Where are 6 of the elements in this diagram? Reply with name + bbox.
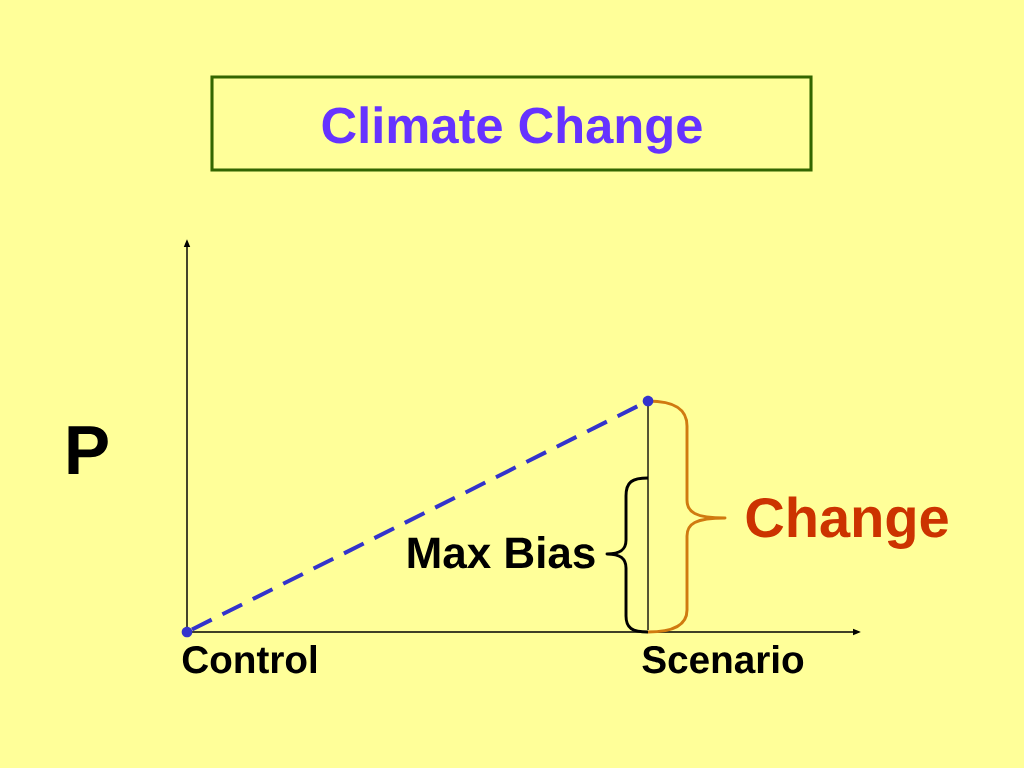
brace-label: Max Bias — [408, 536, 595, 569]
brace-label: Change — [746, 496, 948, 549]
axis-label: Scenario — [642, 645, 804, 674]
axis-label: P — [68, 426, 108, 474]
title-box: Climate Change — [210, 75, 813, 172]
axis-label: Control — [182, 645, 316, 674]
